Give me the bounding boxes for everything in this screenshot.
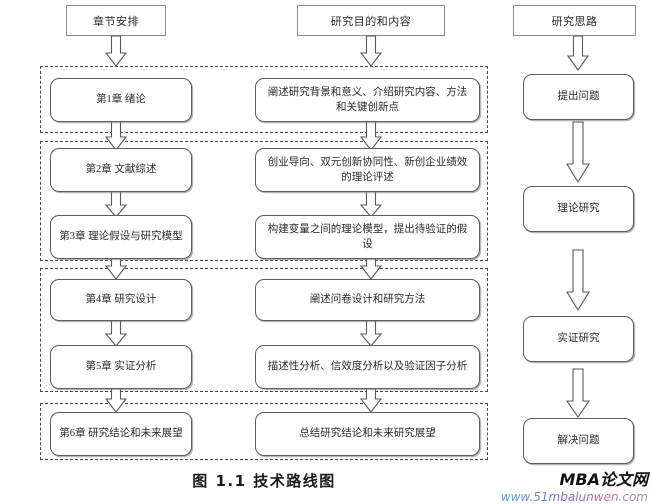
node-chapter-6[interactable]: 第6章 研究结论和未来展望 — [50, 412, 192, 456]
arrow-approach-step3-to-step4 — [565, 368, 591, 418]
node-chapter-4-label: 第4章 研究设计 — [85, 294, 157, 306]
arrow-content-item4-to-item5 — [359, 319, 383, 347]
node-content-4-label: 阐述问卷设计和研究方法 — [309, 294, 426, 306]
node-chapter-4[interactable]: 第4章 研究设计 — [50, 279, 192, 321]
node-approach-4[interactable]: 解决问题 — [523, 418, 634, 464]
node-chapter-2[interactable]: 第2章 文献综述 — [50, 148, 192, 192]
arrow-approach-step2-to-step3 — [566, 249, 590, 312]
node-approach-3[interactable]: 实证研究 — [523, 316, 634, 362]
node-content-5-label: 描述性分析、信效度分析以及验证因子分析 — [267, 361, 468, 373]
watermark: MBA论文网 www.51mbalunwen.com — [492, 466, 648, 504]
arrow-chapters-ch1-to-ch2 — [104, 119, 128, 151]
node-approach-1-label: 提出问题 — [557, 91, 600, 103]
node-content-4[interactable]: 阐述问卷设计和研究方法 — [255, 279, 480, 321]
arrow-chapters-ch4-to-ch5 — [104, 319, 128, 347]
node-chapter-3-label: 第3章 理论假设与研究模型 — [59, 231, 183, 243]
node-chapter-1[interactable]: 第1章 绪论 — [50, 78, 192, 122]
node-chapter-5-label: 第5章 实证分析 — [85, 361, 157, 373]
node-approach-1[interactable]: 提出问题 — [523, 74, 634, 120]
watermark-url: www.51mbalunwen.com — [492, 490, 648, 504]
column-header-chapters: 章节安排 — [66, 5, 166, 36]
arrow-content-item1-to-item2 — [359, 119, 383, 151]
node-content-1[interactable]: 阐述研究背景和意义、介绍研究内容、方法和关键创新点 — [255, 78, 480, 122]
column-header-approach-label: 研究思路 — [551, 15, 598, 28]
node-chapter-2-label: 第2章 文献综述 — [85, 164, 157, 176]
column-header-chapters-label: 章节安排 — [93, 15, 139, 28]
node-content-2[interactable]: 创业导向、双元创新协同性、新创企业绩效的理论评述 — [255, 148, 480, 192]
node-chapter-6-label: 第6章 研究结论和未来展望 — [59, 428, 183, 440]
node-content-2-label: 创业导向、双元创新协同性、新创企业绩效的理论评述 — [267, 156, 468, 183]
node-chapter-1-label: 第1章 绪论 — [96, 94, 146, 106]
column-header-content: 研究目的和内容 — [297, 5, 445, 36]
arrow-content-header-to-item1 — [359, 35, 383, 67]
node-content-5[interactable]: 描述性分析、信效度分析以及验证因子分析 — [255, 345, 480, 389]
arrow-approach-header-to-step1 — [566, 35, 590, 71]
column-header-approach: 研究思路 — [513, 5, 636, 36]
node-content-6-label: 总结研究结论和未来研究展望 — [299, 428, 436, 440]
arrow-content-item2-to-item3 — [359, 190, 383, 218]
node-chapter-3[interactable]: 第3章 理论假设与研究模型 — [50, 215, 192, 259]
node-content-1-label: 阐述研究背景和意义、介绍研究内容、方法和关键创新点 — [267, 86, 468, 113]
node-content-3-label: 构建变量之间的理论模型，提出待验证的假设 — [267, 223, 468, 250]
node-content-3[interactable]: 构建变量之间的理论模型，提出待验证的假设 — [255, 215, 480, 259]
arrow-chapters-header-to-ch1 — [104, 35, 128, 67]
watermark-brand: MBA论文网 — [559, 470, 648, 489]
arrow-approach-step1-to-step2 — [566, 121, 590, 184]
node-approach-2[interactable]: 理论研究 — [523, 186, 634, 232]
node-approach-3-label: 实证研究 — [557, 333, 600, 345]
figure-caption: 图 1.1 技术路线图 — [192, 472, 336, 490]
node-content-6[interactable]: 总结研究结论和未来研究展望 — [255, 412, 480, 456]
arrow-chapters-ch2-to-ch3 — [104, 190, 128, 218]
column-header-content-label: 研究目的和内容 — [330, 15, 412, 28]
node-approach-4-label: 解决问题 — [557, 435, 600, 447]
node-approach-2-label: 理论研究 — [557, 203, 600, 215]
node-chapter-5[interactable]: 第5章 实证分析 — [50, 345, 192, 389]
